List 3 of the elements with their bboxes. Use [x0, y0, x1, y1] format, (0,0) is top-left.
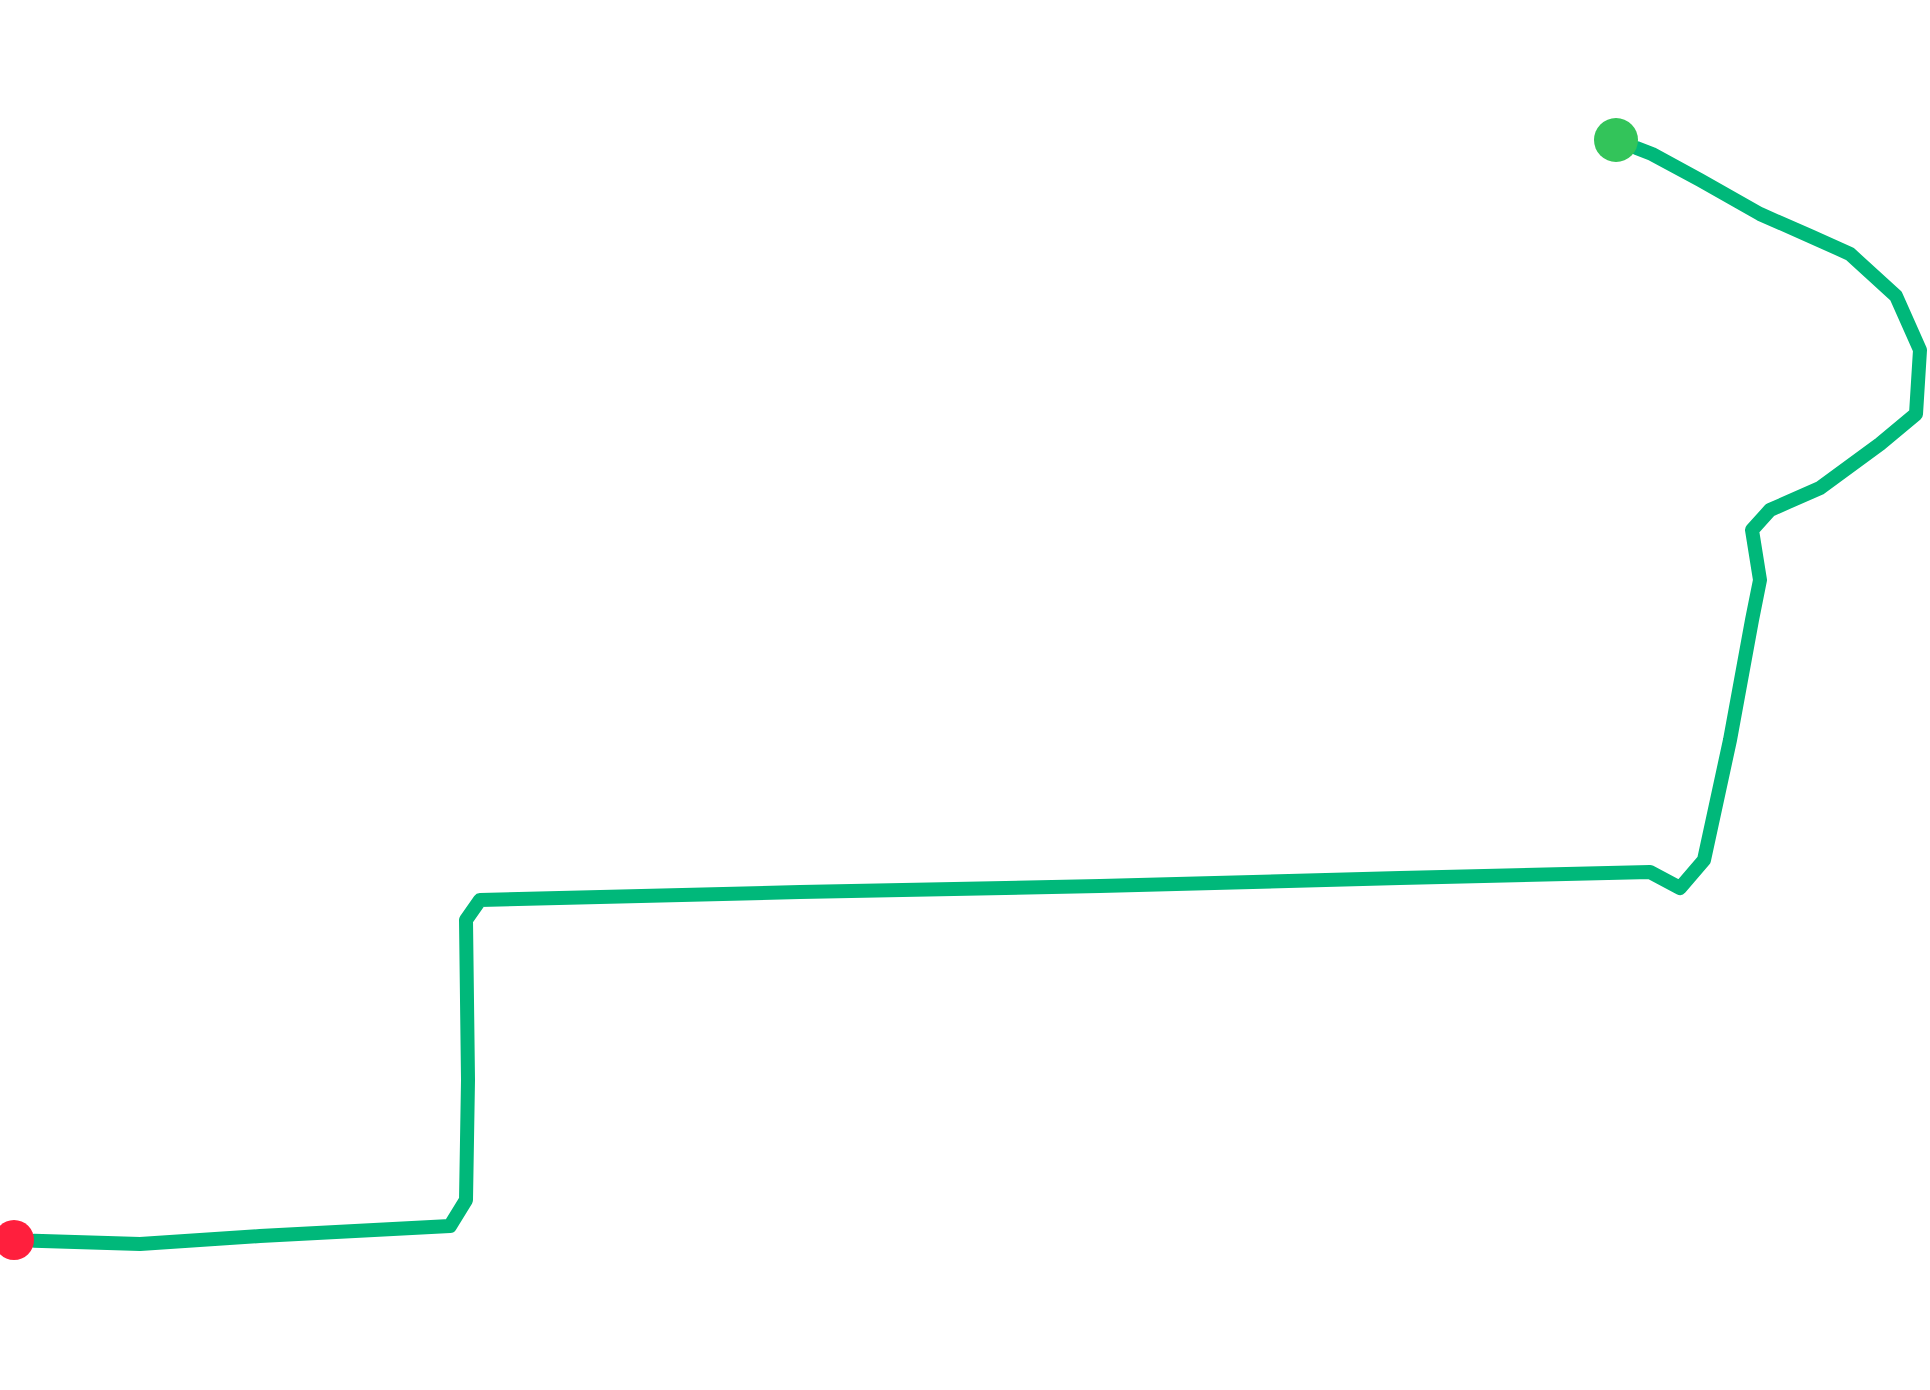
start-point-marker	[1594, 118, 1638, 162]
end-point-marker	[0, 1220, 34, 1260]
route-line	[27, 140, 1927, 1251]
